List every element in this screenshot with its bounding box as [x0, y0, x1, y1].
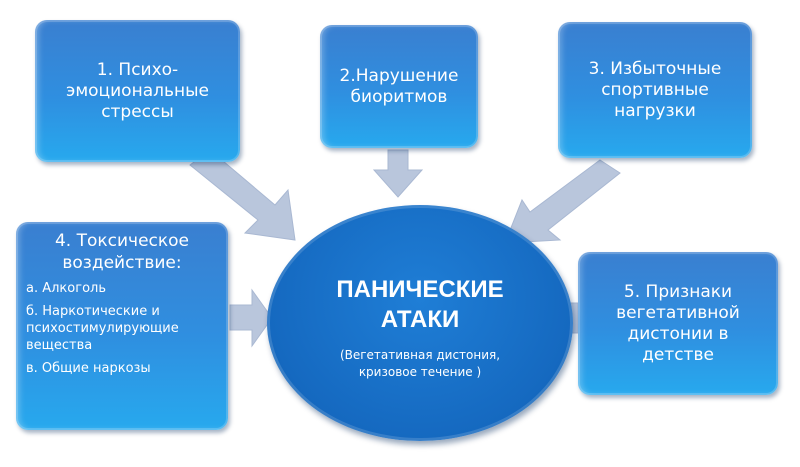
box-5-line: дистонии в [627, 323, 729, 344]
box-2-line: 2.Нарушение [339, 65, 459, 86]
box-1-line: стрессы [101, 101, 174, 122]
center-subtitle: (Вегетативная дистония, [339, 348, 501, 362]
arrow-4-icon [229, 288, 273, 348]
cause-box-1: 1. Психо- эмоциональные стрессы [35, 20, 240, 162]
box-2-line: биоритмов [350, 86, 448, 107]
box-3-line: нагрузки [614, 100, 696, 121]
box-4-heading: 4. Токсическое [54, 231, 190, 251]
box-1-line: 1. Психо- [96, 59, 179, 80]
cause-box-2: 2.Нарушение биоритмов [320, 25, 478, 148]
arrow-2-icon [372, 149, 424, 198]
box-3-line: спортивные [601, 79, 709, 100]
box-3-line: 3. Избыточные [588, 58, 722, 79]
box-4-item: а. Алкоголь [26, 281, 106, 296]
center-title: АТАКИ [380, 306, 460, 333]
cause-box-3: 3. Избыточные спортивные нагрузки [558, 22, 752, 158]
center-subtitle: кризовое течение ) [358, 365, 482, 379]
center-title: ПАНИЧЕСКИЕ [336, 276, 504, 303]
box-5-line: 5. Признаки [623, 281, 733, 302]
box-4-heading: воздействие: [62, 253, 182, 273]
arrow-3-icon [504, 159, 621, 244]
box-1-line: эмоциональные [66, 80, 209, 101]
box-5-line: вегетативной [616, 302, 740, 323]
box-4-item: б. Наркотические и психостимулирующие ве… [26, 304, 179, 353]
box-4-item: в. Общие наркозы [26, 361, 151, 376]
cause-box-5: 5. Признаки вегетативной дистонии в детс… [578, 252, 778, 395]
cause-box-4: 4. Токсическое воздействие: а. Алкоголь … [16, 222, 228, 430]
center-circle: ПАНИЧЕСКИЕ АТАКИ (Вегетативная дистония,… [267, 205, 573, 441]
box-5-line: детстве [642, 344, 714, 365]
